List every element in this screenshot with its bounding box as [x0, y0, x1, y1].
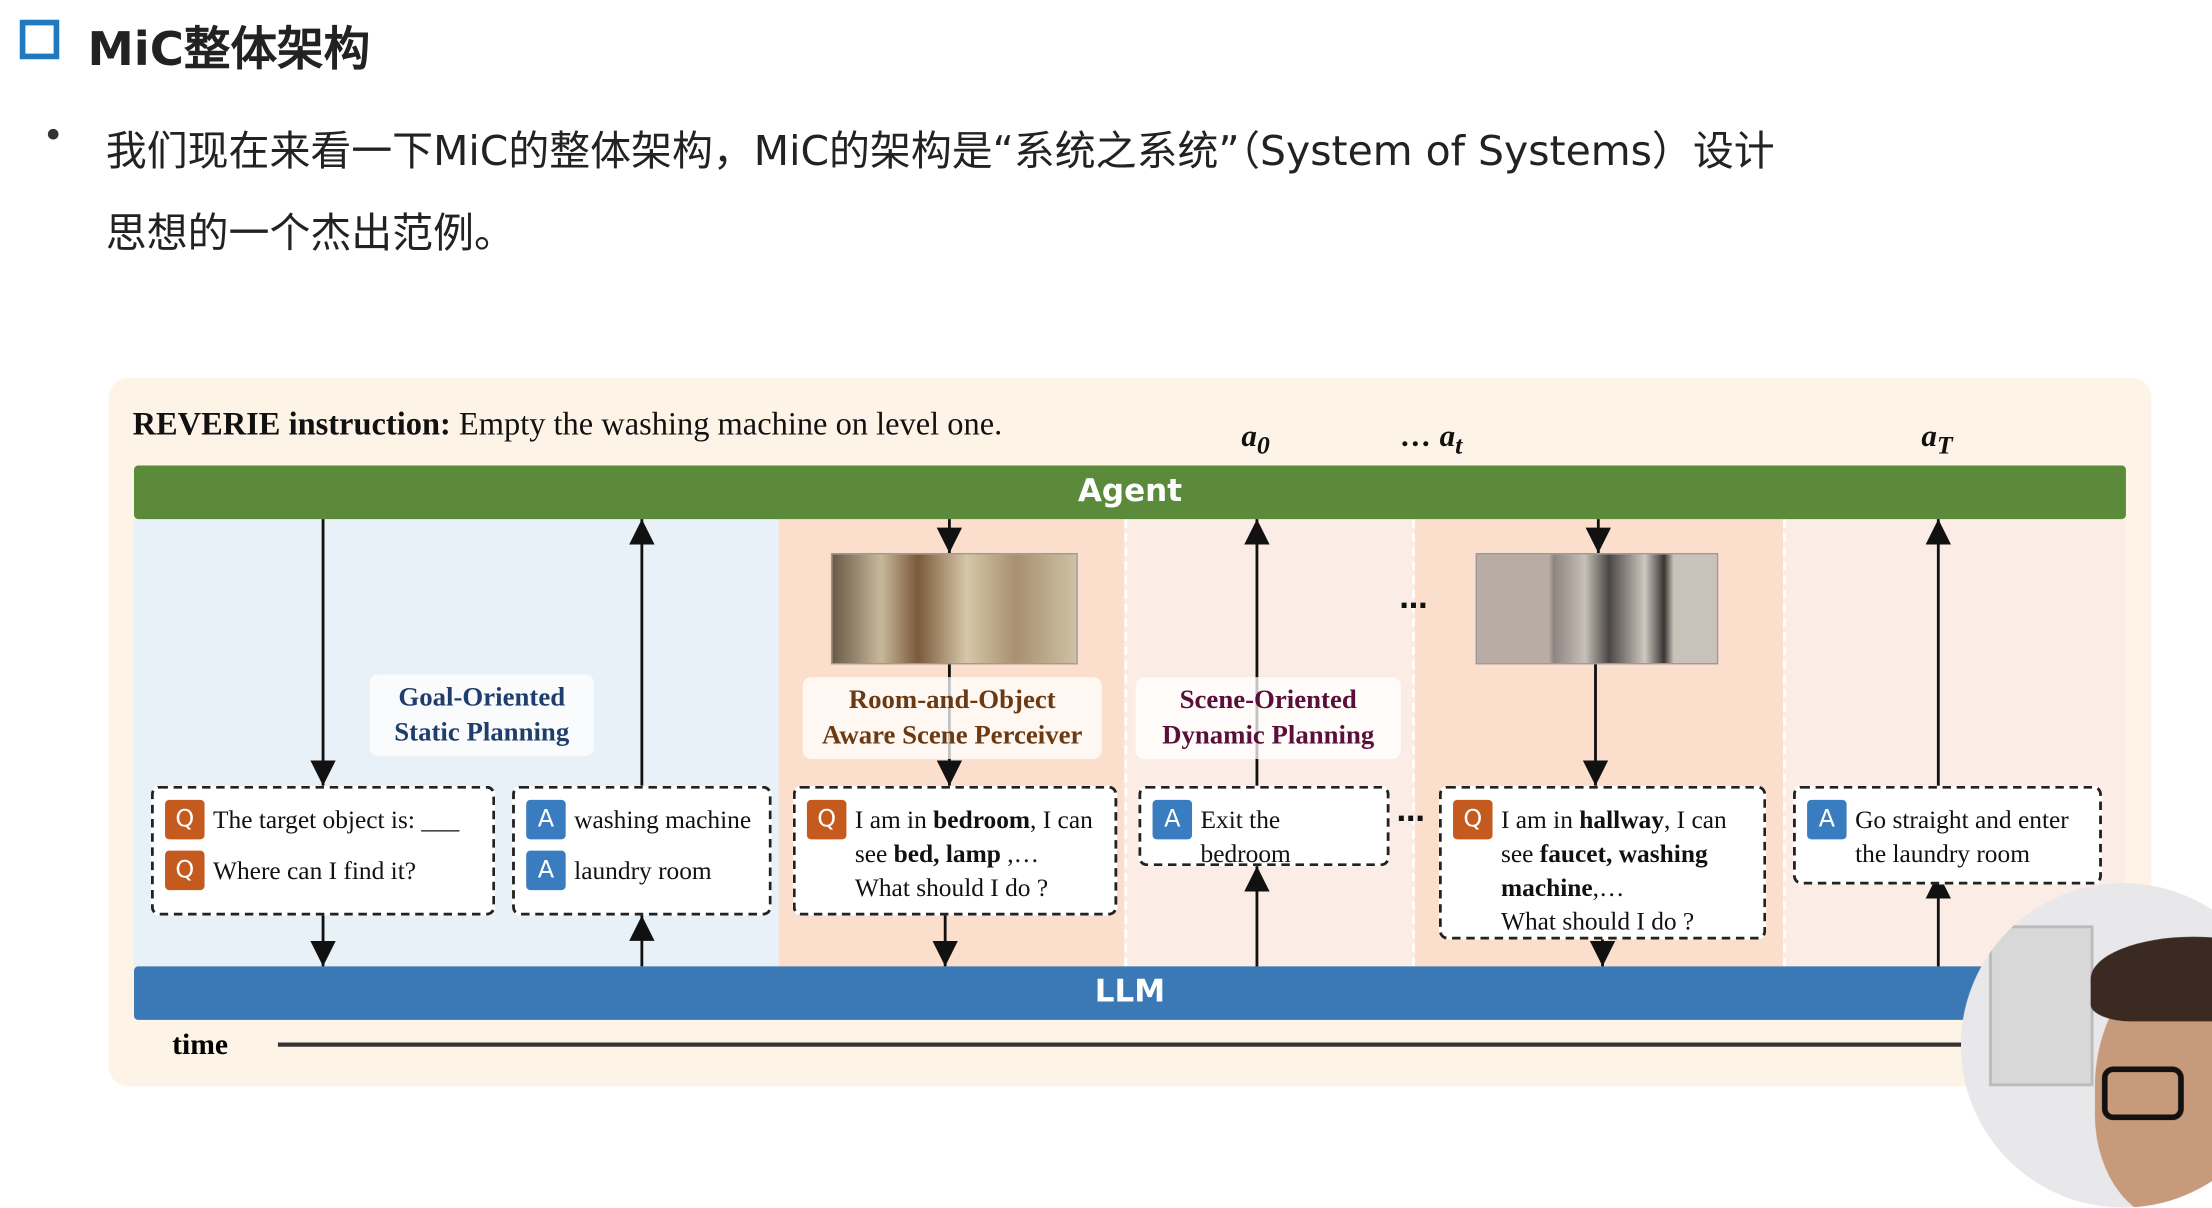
bedroom-panorama-image — [830, 552, 1078, 665]
instruction-text: Empty the washing machine on level one. — [450, 406, 1003, 442]
answer-badge: A — [526, 850, 566, 891]
ellipsis: … — [1399, 581, 1428, 616]
action-a0: a0 — [1241, 417, 1270, 460]
glasses-icon — [2101, 1066, 2184, 1121]
llm-bar: LLM — [134, 966, 2126, 1020]
answer-badge: A — [526, 799, 566, 840]
question-badge: Q — [806, 799, 847, 840]
action-aT: aT — [1921, 417, 1953, 460]
ellipsis: … — [1396, 794, 1425, 829]
webcam-background-frame — [1989, 925, 2094, 1087]
action-at: … at — [1400, 417, 1463, 460]
presenter-webcam — [1960, 883, 2212, 1208]
hallway-image — [1475, 552, 1719, 665]
question-badge: Q — [165, 799, 205, 840]
presenter-hair — [2090, 936, 2212, 1022]
instruction: REVERIE instruction: Empty the washing m… — [133, 406, 1003, 443]
bullet-text: 我们现在来看一下MiC的整体架构，MiC的架构是“系统之系统”（System o… — [106, 110, 2081, 274]
question-badge: Q — [1453, 799, 1493, 840]
slide-title: MiC整体架构 — [87, 21, 371, 77]
flow-arrows — [310, 519, 1951, 967]
bullet-line-1: 我们现在来看一下MiC的整体架构，MiC的架构是“系统之系统”（System o… — [105, 126, 1775, 175]
bullet-icon: • — [42, 115, 64, 158]
time-label: time — [172, 1026, 229, 1061]
question-badge: Q — [165, 850, 205, 891]
answer-badge: A — [1807, 799, 1847, 840]
agent-bar: Agent — [134, 465, 2126, 520]
bullet-line-2: 思想的一个杰出范例。 — [105, 208, 515, 257]
time-axis — [277, 1042, 1985, 1047]
answer-badge: A — [1152, 799, 1193, 840]
title-square-icon — [19, 19, 60, 60]
instruction-label: REVERIE instruction: — [132, 406, 451, 442]
